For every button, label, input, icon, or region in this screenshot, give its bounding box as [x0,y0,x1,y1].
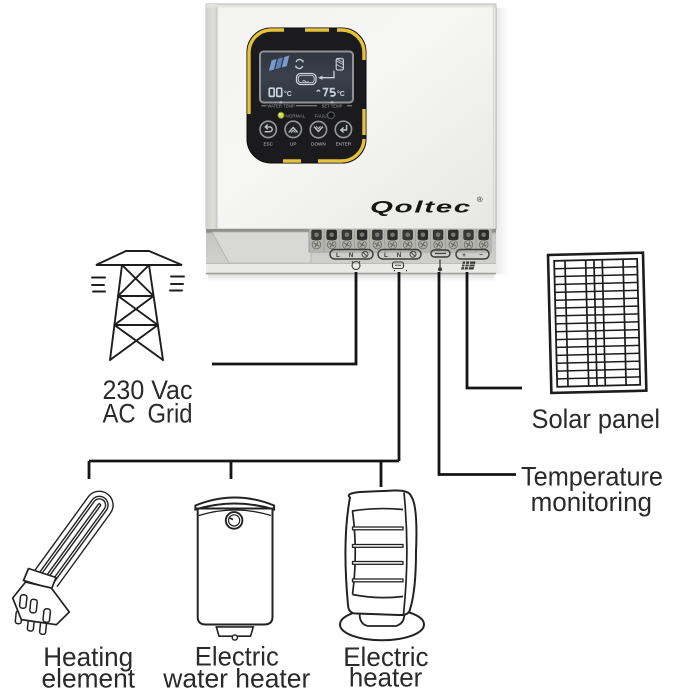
svg-text:SET TEMP: SET TEMP [322,103,343,108]
svg-text:N: N [397,252,402,259]
svg-text:AC Grid: AC Grid [103,399,193,429]
svg-text:Electric: Electric [195,642,279,672]
svg-text:element: element [42,663,136,693]
svg-text:°C: °C [284,90,292,98]
svg-text:UP: UP [290,142,296,147]
svg-text:NORMAL: NORMAL [286,114,306,119]
svg-text:L: L [336,252,340,259]
svg-text:ESC: ESC [263,142,273,147]
svg-text:Electric: Electric [343,642,428,672]
svg-text:WATER TEMP: WATER TEMP [267,103,295,108]
svg-text:L: L [384,252,388,259]
svg-text:Qoltec: Qoltec [370,198,472,217]
svg-text:Solar panel: Solar panel [532,404,661,434]
svg-text:FAULT: FAULT [315,114,329,119]
svg-text:®: ® [477,195,483,204]
svg-text:N: N [349,252,354,259]
svg-text:230 Vac: 230 Vac [103,375,193,405]
svg-text:water heater: water heater [162,663,310,693]
svg-text:−: − [479,252,483,259]
svg-text:Heating: Heating [43,642,133,672]
svg-text:heater: heater [349,662,422,692]
svg-text:ENTER: ENTER [336,142,352,147]
svg-text:Temperature: Temperature [521,461,663,491]
svg-text:DOWN: DOWN [311,142,326,147]
svg-text:monitoring: monitoring [531,487,652,517]
svg-text:°C: °C [337,90,345,98]
svg-text:+: + [462,252,466,259]
